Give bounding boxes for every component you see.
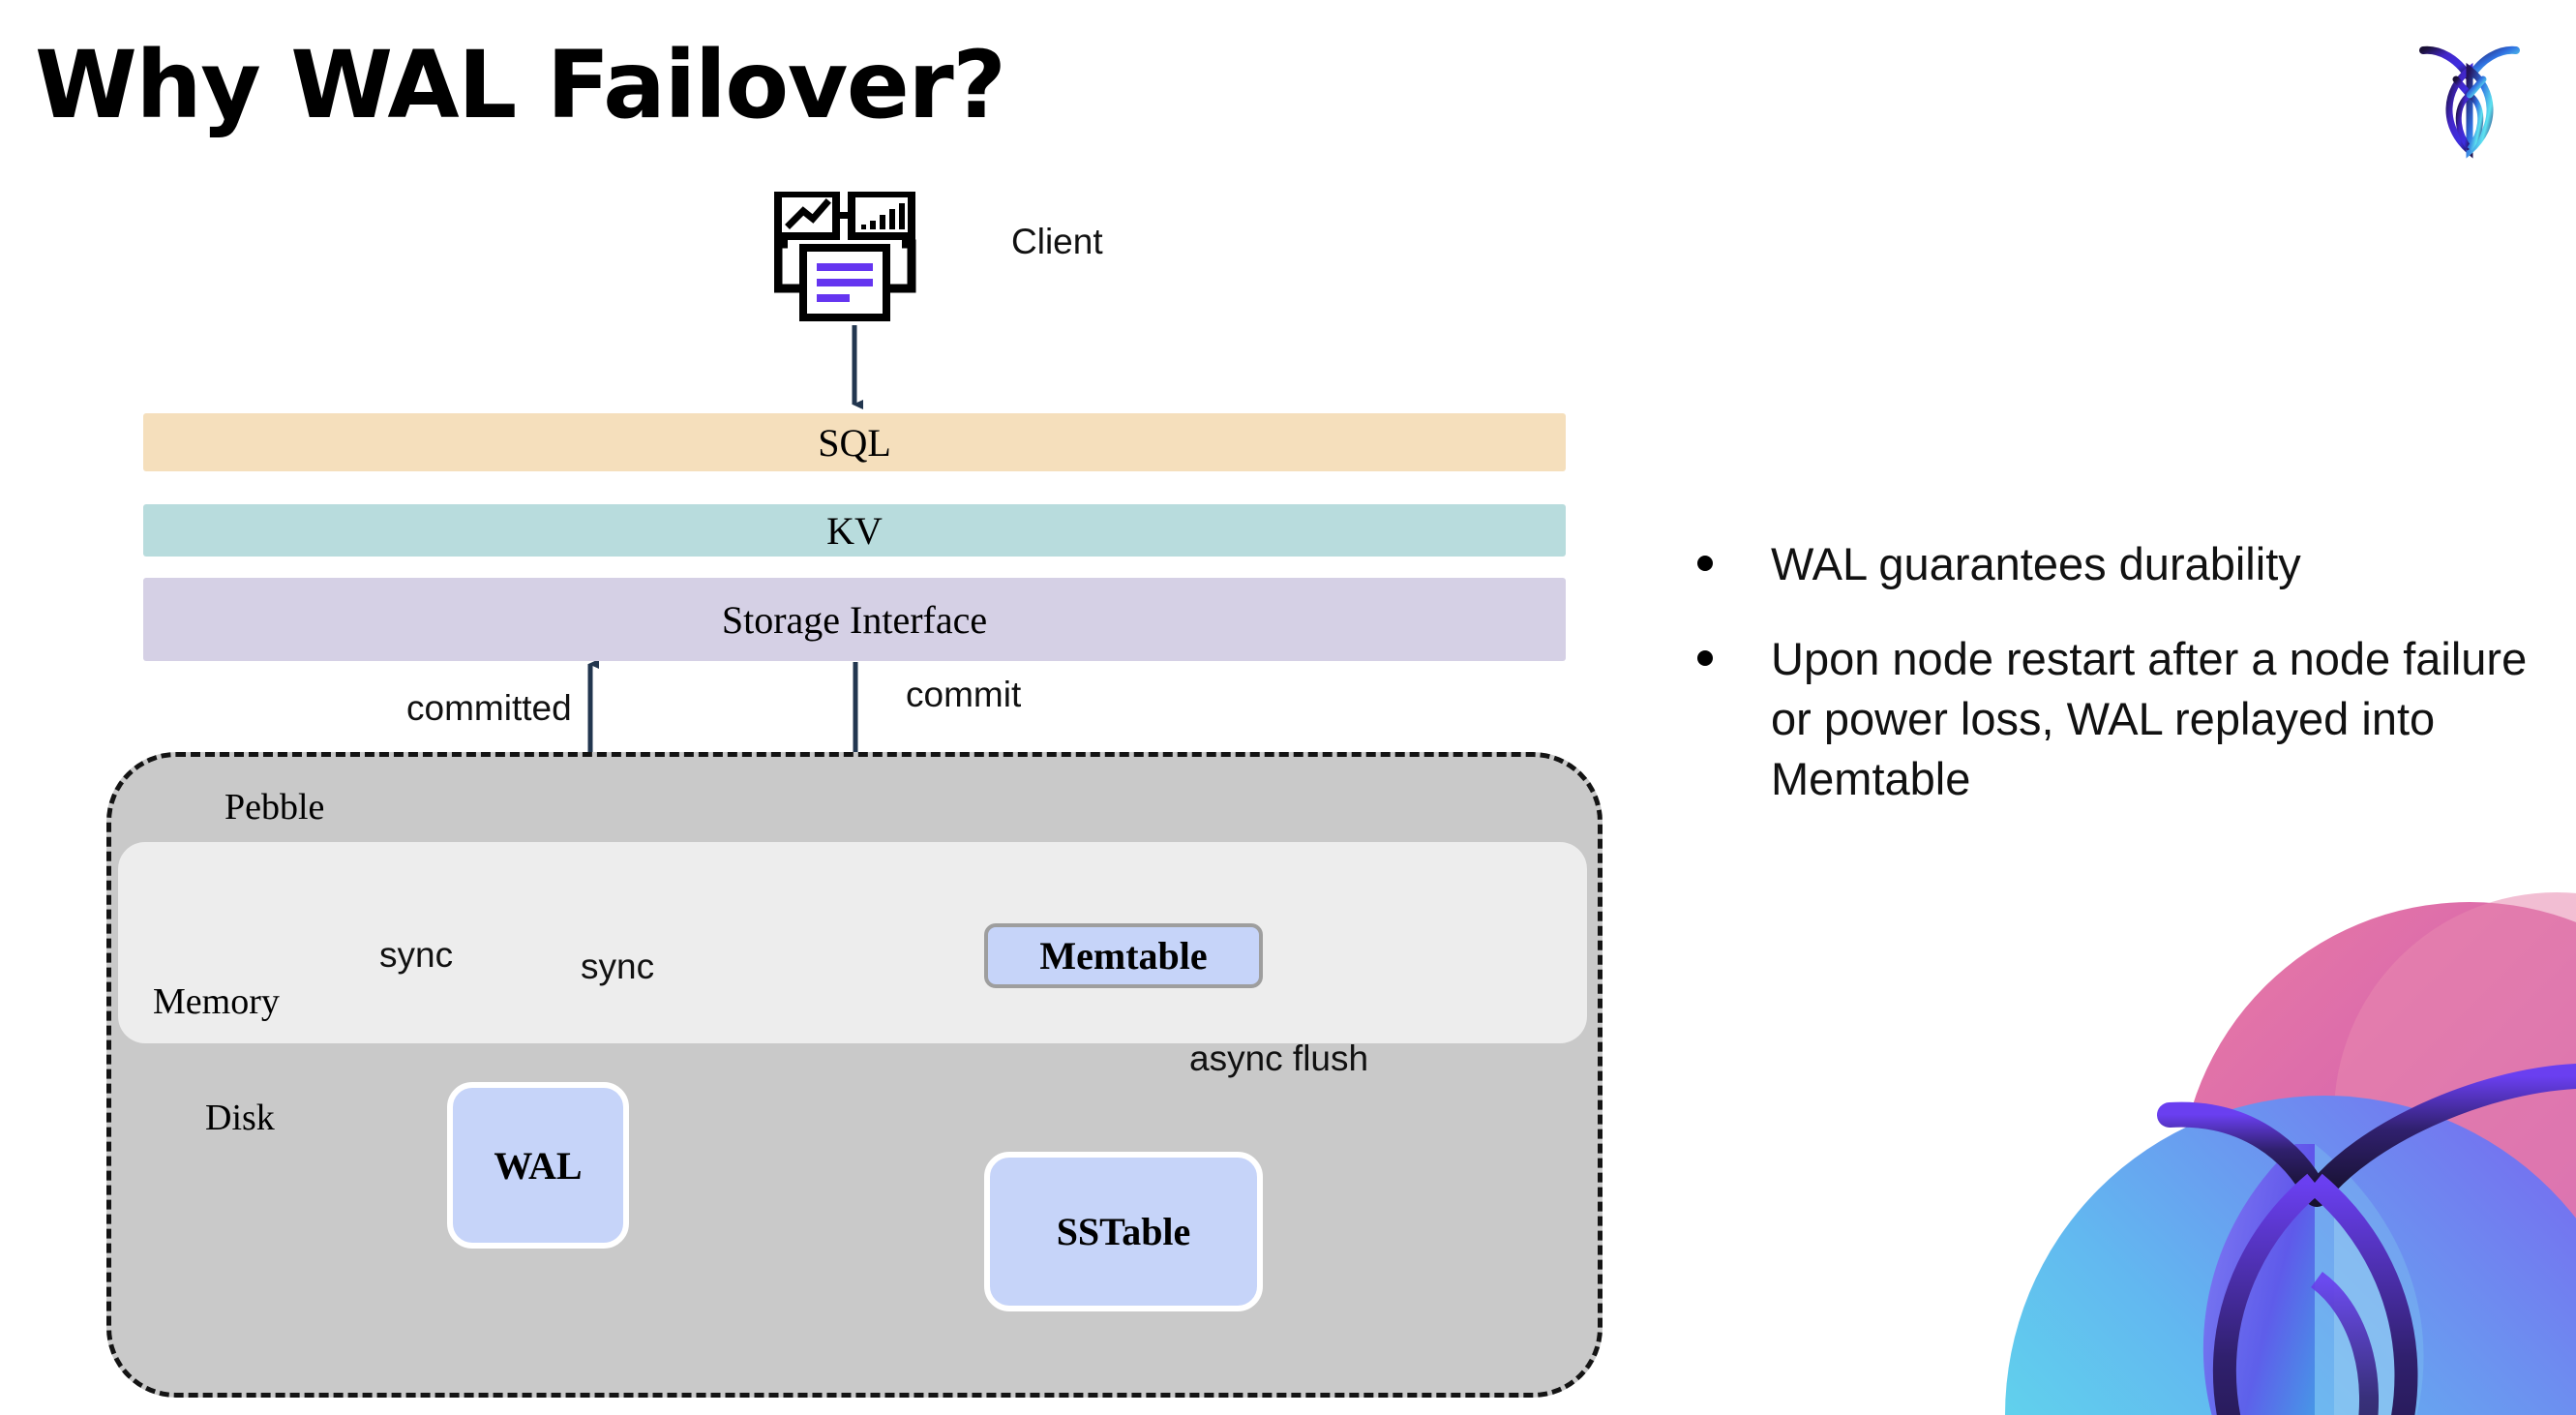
bullet-dot-icon	[1697, 556, 1713, 571]
node-wal: WAL	[447, 1082, 629, 1249]
edge-label-sync-2: sync	[581, 947, 655, 986]
edge-label-sync-1: sync	[379, 935, 454, 975]
client-dashboard-icon	[773, 190, 924, 327]
layer-storage-interface: Storage Interface	[143, 578, 1566, 661]
page-title: Why WAL Failover?	[35, 31, 1006, 139]
list-item: WAL guarantees durability	[1697, 534, 2539, 594]
bullet-dot-icon	[1697, 650, 1713, 667]
edge-label-committed: committed	[406, 688, 572, 728]
edge-label-async-flush: async flush	[1189, 1039, 1369, 1078]
memory-zone	[118, 842, 1587, 1043]
decorative-logo-art	[1879, 873, 2576, 1415]
list-item: Upon node restart after a node failure o…	[1697, 629, 2539, 809]
bullet-list: WAL guarantees durability Upon node rest…	[1697, 534, 2539, 844]
memory-label: Memory	[153, 981, 280, 1022]
edge-label-commit: commit	[906, 675, 1022, 714]
disk-label: Disk	[205, 1098, 275, 1138]
node-memtable: Memtable	[984, 923, 1263, 988]
client-label: Client	[1011, 222, 1103, 261]
bullet-text: Upon node restart after a node failure o…	[1771, 633, 2528, 805]
cockroachdb-logo-icon	[2411, 37, 2528, 163]
node-sstable: SSTable	[984, 1152, 1263, 1311]
layer-sql: SQL	[143, 413, 1566, 471]
architecture-diagram: Client SQL KV Storage Interface Pebble M…	[106, 190, 1603, 1398]
bullet-text: WAL guarantees durability	[1771, 538, 2301, 589]
layer-kv: KV	[143, 504, 1566, 557]
pebble-label: Pebble	[225, 787, 325, 828]
